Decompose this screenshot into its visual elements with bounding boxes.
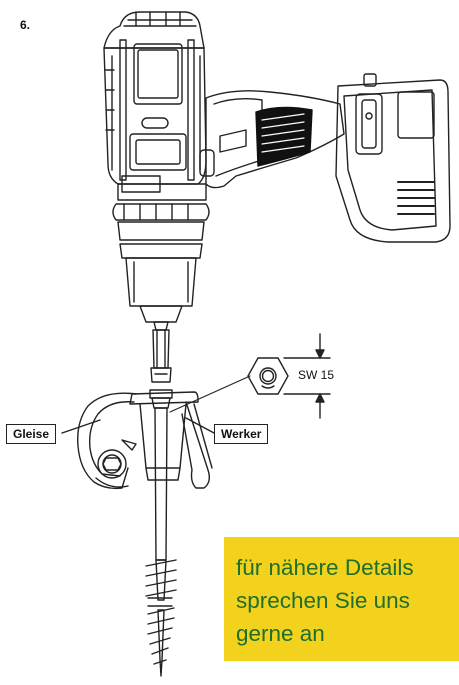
info-box: für nähere Details sprechen Sie uns gern… — [224, 537, 459, 661]
info-line-1: für nähere Details — [236, 555, 414, 580]
ground-screw-icon — [145, 389, 177, 677]
info-line-3: gerne an — [236, 621, 325, 646]
dimension-arrows-icon — [283, 333, 331, 419]
callout-label-left: Gleise — [6, 424, 57, 444]
cordless-drill-icon — [103, 11, 451, 383]
hex-nut-icon — [169, 357, 289, 413]
setting-tool-icon — [77, 391, 213, 490]
wrench-size-label: SW 15 — [298, 368, 335, 382]
info-line-2: sprechen Sie uns — [236, 588, 410, 613]
hex-socket-bit-icon — [152, 329, 170, 369]
callout-label-right: Werker — [214, 424, 269, 444]
step-number: 6. — [20, 18, 31, 32]
